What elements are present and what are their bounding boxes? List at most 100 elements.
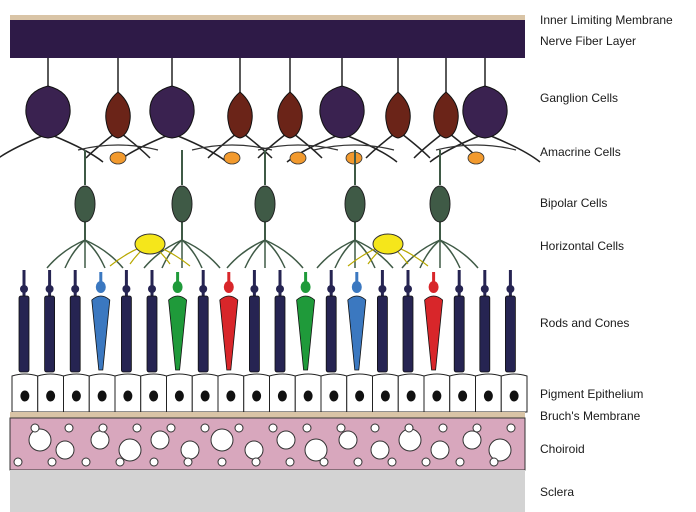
choroid-capillary [14,458,22,466]
cone-nucleus [96,281,106,293]
choroid-capillary [286,458,294,466]
label-ganglion-cells: Ganglion Cells [540,91,618,105]
label-inner-limiting-membrane: Inner Limiting Membrane [540,13,673,27]
choroid-capillary [201,424,209,432]
rod-nucleus [276,285,284,293]
label-pigment-epithelium: Pigment Epithelium [540,387,643,401]
rod-nucleus [455,285,463,293]
label-bruchs-membrane: Bruch's Membrane [540,409,641,423]
bipolar-cell-layer [47,150,478,268]
choroid-capillary [65,424,73,432]
rod-outer-segment [45,296,55,372]
ganglion-cell-small [434,92,459,138]
choroid-capillary [456,458,464,466]
rod-nucleus [71,285,79,293]
rod-outer-segment [377,296,387,372]
sclera-band [10,470,525,512]
horizontal-cell [373,234,403,254]
rod-nucleus [327,285,335,293]
amacrine-process [436,145,516,150]
pigment-cell-nucleus [510,391,519,402]
rod-nucleus [199,285,207,293]
amacrine-cell [110,152,126,164]
bipolar-dendrite [85,240,123,268]
choroid-vessel [119,439,141,461]
choroid-capillary [371,424,379,432]
label-rods-and-cones: Rods and Cones [540,316,629,330]
bipolar-dendrite [440,240,478,268]
choroid-capillary [31,424,39,432]
pigment-cell-nucleus [355,391,364,402]
choroid-capillary [218,458,226,466]
ganglion-cell-small [386,92,411,138]
label-choroid: Choiroid [540,442,585,456]
amacrine-process [314,145,394,150]
choroid-capillary [133,424,141,432]
amacrine-cell-layer [78,145,516,164]
pigment-cell-nucleus [20,391,29,402]
ganglion-dendrite [430,136,540,162]
rod-outer-segment [480,296,490,372]
ganglion-cell-large [150,86,194,138]
pigment-epithelium-layer [12,374,527,412]
rod-nucleus [20,285,28,293]
rod-outer-segment [147,296,157,372]
blue-cone [348,296,366,370]
pigment-cell-nucleus [484,391,493,402]
rod-outer-segment [249,296,259,372]
red-cone [220,296,238,370]
pigment-cell-nucleus [252,391,261,402]
ganglion-cell-large [26,86,70,138]
rod-nucleus [378,285,386,293]
pigment-cell-nucleus [149,391,158,402]
choroid-capillary [422,458,430,466]
blue-cone [92,296,110,370]
ganglion-cell-small [278,92,303,138]
choroid-vessel [371,441,389,459]
amacrine-process [78,145,158,150]
choroid-capillary [354,458,362,466]
rod-nucleus [481,285,489,293]
ganglion-cell-small [106,92,131,138]
pigment-cell-nucleus [278,391,287,402]
choroid-vessel [489,439,511,461]
pigment-cell-nucleus [98,391,107,402]
pigment-cell-nucleus [329,391,338,402]
bipolar-dendrite [265,240,303,268]
cone-nucleus [224,281,234,293]
green-cone [169,296,187,370]
choroid-capillary [320,458,328,466]
pigment-cell-nucleus [226,391,235,402]
bipolar-cell [75,186,95,222]
rod-outer-segment [403,296,413,372]
rod-nucleus [122,285,130,293]
choroid-vessel [277,431,295,449]
nerve-fiber-layer-band [10,20,525,58]
bipolar-dendrite [227,240,265,268]
rod-outer-segment [121,296,131,372]
choroid-capillary [269,424,277,432]
pigment-cell-nucleus [175,391,184,402]
red-cone [425,296,443,370]
choroid-capillary [99,424,107,432]
choroid-capillary [337,424,345,432]
horizontal-cell [135,234,165,254]
rod-outer-segment [505,296,515,372]
ganglion-dendrite [117,136,227,162]
choroid-vessel [56,441,74,459]
cone-nucleus [352,281,362,293]
pigment-cell-nucleus [46,391,55,402]
choroid-capillary [184,458,192,466]
rod-outer-segment [70,296,80,372]
rod-nucleus [148,285,156,293]
choroid-capillary [405,424,413,432]
green-cone [297,296,315,370]
cone-nucleus [301,281,311,293]
label-amacrine-cells: Amacrine Cells [540,145,621,159]
photoreceptor-layer [19,270,515,372]
choroid-vessel [245,441,263,459]
choroid-vessel [181,441,199,459]
choroid-vessel [211,429,233,451]
rod-outer-segment [19,296,29,372]
